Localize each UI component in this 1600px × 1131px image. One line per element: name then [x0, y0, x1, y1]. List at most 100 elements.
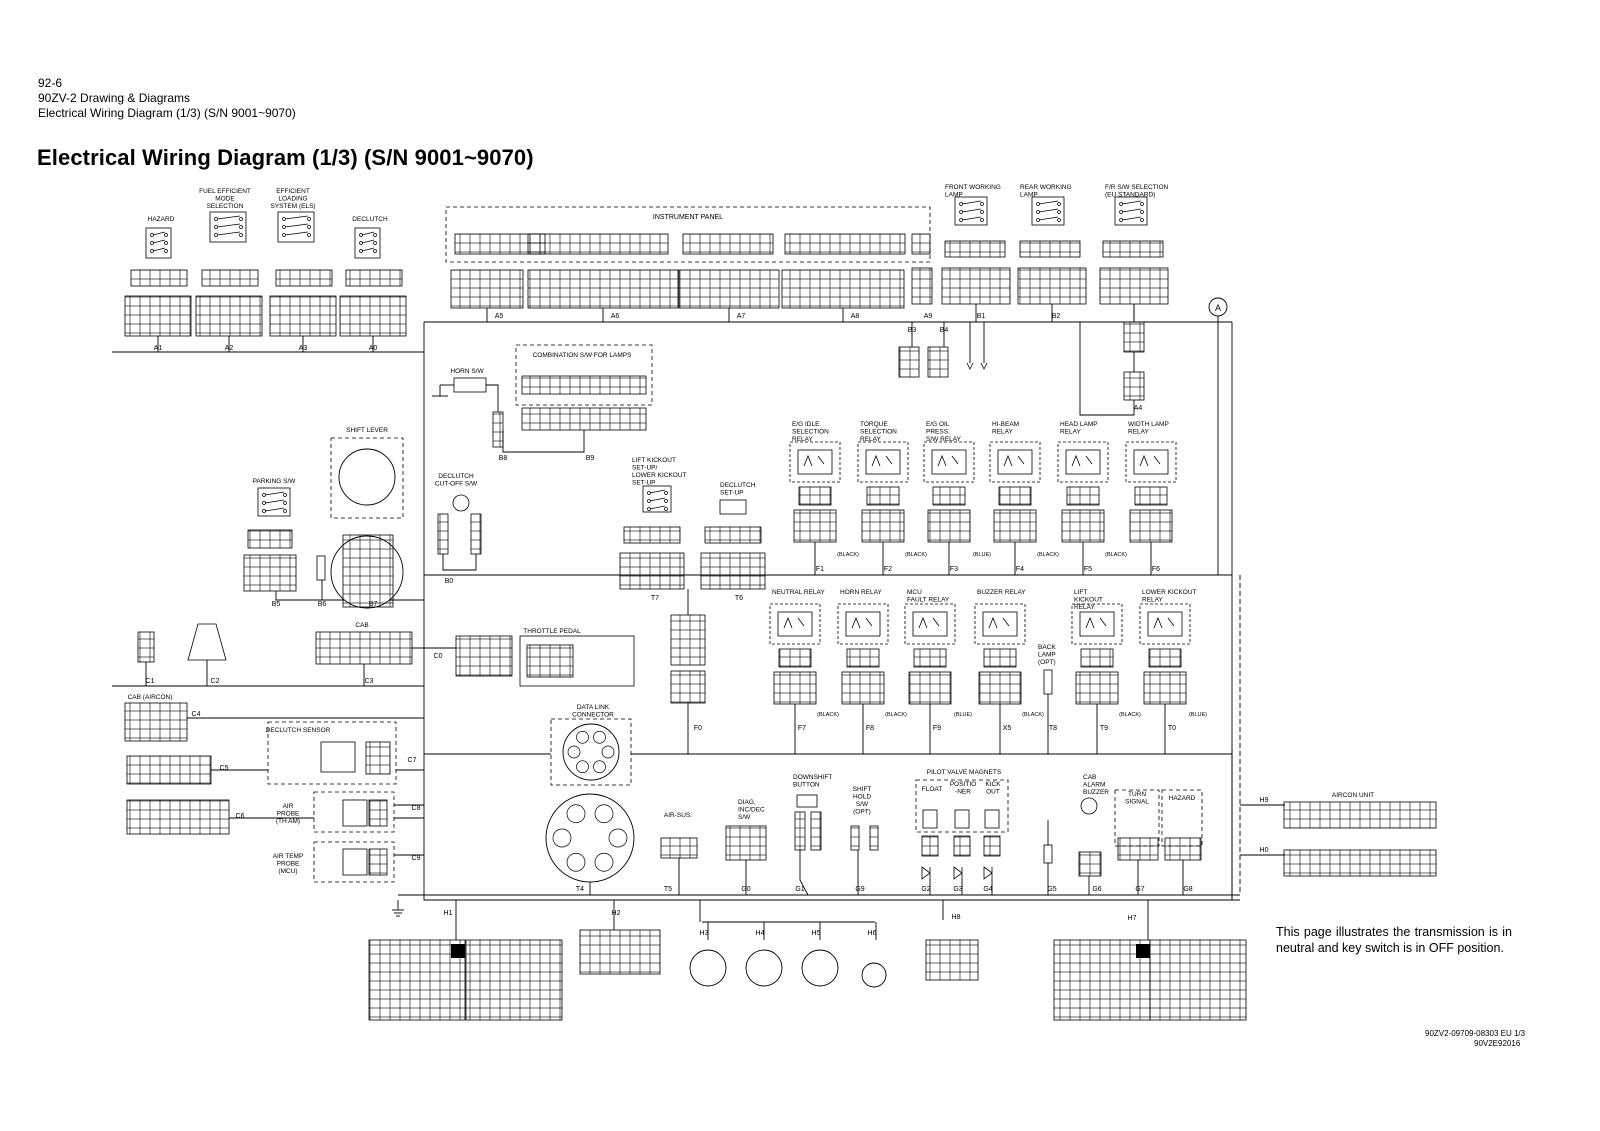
- component-label: DOWNSHIFT: [793, 774, 832, 781]
- relay-color: (BLACK): [1037, 552, 1059, 558]
- contact-icon: [239, 225, 243, 229]
- relay-label: HEAD LAMP: [1060, 421, 1098, 428]
- air-sus-connector: [660, 837, 698, 859]
- cab-connector: [315, 631, 413, 665]
- connector-a4-lower: [1123, 371, 1145, 401]
- contact-icon: [283, 501, 287, 505]
- component-label: PARKING S/W: [253, 478, 297, 485]
- relay-coil-icon: [997, 449, 1033, 475]
- data-link-pin: [601, 745, 615, 759]
- relay-label: WIDTH LAMP: [1128, 421, 1169, 428]
- instrument-connector: [450, 269, 524, 309]
- contact-icon: [1038, 200, 1059, 205]
- relay-coil-icon: [865, 449, 901, 475]
- shift-hold-a: [850, 825, 860, 851]
- component-label: LOADING: [278, 196, 307, 203]
- connector-label: A3: [299, 345, 308, 352]
- connector-label: C2: [211, 678, 220, 685]
- downshift-button-icon: [796, 794, 818, 808]
- contact-icon: [664, 507, 668, 511]
- contact-icon: [152, 247, 166, 252]
- contact-icon: [373, 233, 377, 237]
- contact-icon: [284, 215, 309, 220]
- kickout-connector: [619, 552, 685, 590]
- diag-connector: [725, 825, 767, 861]
- relay-color: (BLACK): [817, 712, 839, 718]
- connector-label: C1: [146, 678, 155, 685]
- component-label: CUT-OFF S/W: [435, 481, 478, 488]
- contact-icon: [239, 217, 243, 221]
- connector-large: [269, 295, 337, 337]
- data-link-pin: [593, 730, 606, 744]
- contact-icon: [284, 231, 309, 236]
- connector-label: B9: [586, 455, 595, 462]
- connector-label: B3: [908, 327, 917, 334]
- parking-socket: [247, 529, 293, 549]
- relay-contact-icon: [918, 616, 940, 629]
- connector-label: H2: [612, 910, 621, 917]
- connector-label: F4: [1016, 566, 1024, 573]
- aircon-connector-h0: [1283, 849, 1437, 877]
- buzzer-icon: [1080, 797, 1098, 815]
- component-label: DATA LINK: [577, 704, 610, 711]
- connector-label: G9: [855, 886, 864, 893]
- connector-label: B6: [318, 601, 327, 608]
- connector-label: H6: [868, 930, 877, 937]
- fuse-icon: [1043, 844, 1053, 864]
- connector-label: H4: [756, 930, 765, 937]
- wire: [799, 850, 809, 896]
- relay-label: FAULT RELAY: [907, 597, 950, 604]
- wire: [1079, 322, 1135, 416]
- data-link-pin: [593, 760, 606, 774]
- contact-icon: [264, 507, 285, 512]
- relay-connector: [1129, 509, 1173, 543]
- round-connector: [689, 949, 727, 987]
- page-title: Electrical Wiring Diagram (1/3) (S/N 900…: [37, 145, 534, 170]
- relay-label: RELAY: [860, 436, 881, 443]
- relay-coil-icon: [1133, 449, 1169, 475]
- relay-label: TORQUE: [860, 421, 888, 428]
- throttle-socket: [526, 644, 574, 678]
- back-lamp-icon: [1043, 669, 1053, 695]
- contact-icon: [1038, 208, 1059, 213]
- wire: [423, 322, 1240, 901]
- lamp-switch-icon: [1031, 196, 1065, 226]
- relay-contact-icon: [1153, 616, 1175, 629]
- component-label: HORN S/W: [450, 368, 484, 375]
- lamp-connector: [1099, 267, 1169, 305]
- relay-label: SELECTION: [792, 429, 829, 436]
- subsection-title: Electrical Wiring Diagram (1/3) (S/N 900…: [38, 106, 296, 120]
- connector-label: C6: [236, 813, 245, 820]
- connector-label: T8: [1049, 725, 1057, 732]
- component-label: LAMP: [1020, 192, 1038, 199]
- declutch-setup-socket: [704, 526, 762, 544]
- connector-label: H8: [952, 914, 961, 921]
- component-label: HAZARD: [1169, 795, 1196, 802]
- declutch-sensor-body: [320, 741, 356, 773]
- relay-label: E/G OIL: [926, 421, 950, 428]
- contact-icon: [1057, 202, 1061, 206]
- relay-label: S/W RELAY: [926, 436, 962, 443]
- relay-label: RELAY: [1074, 604, 1095, 611]
- connector-h8: [925, 939, 979, 981]
- diagram-note: This page illustrates the transmission i…: [1276, 925, 1512, 955]
- connector-label: A4: [1134, 405, 1143, 412]
- component-label: LAMP: [1038, 652, 1056, 659]
- round-connector-small: [861, 962, 887, 988]
- component-label: THROTTLE PEDAL: [523, 628, 581, 635]
- contact-icon: [980, 202, 984, 206]
- valve-connector: [921, 835, 939, 857]
- wire-layer: [112, 304, 1285, 940]
- contact-icon: [264, 491, 285, 496]
- contact-icon: [961, 216, 982, 221]
- relay-label: RELAY: [792, 436, 813, 443]
- component-label: AIR: [283, 803, 294, 810]
- combination-socket: [521, 375, 647, 395]
- data-link-pin: [576, 730, 589, 744]
- relay-connector: [773, 671, 817, 705]
- relay-label: RELAY: [992, 429, 1013, 436]
- relay-coil-icon: [1147, 611, 1183, 637]
- data-link-plug-pin: [552, 828, 572, 848]
- relay-coil-icon: [845, 611, 881, 637]
- relay-socket: [913, 648, 947, 668]
